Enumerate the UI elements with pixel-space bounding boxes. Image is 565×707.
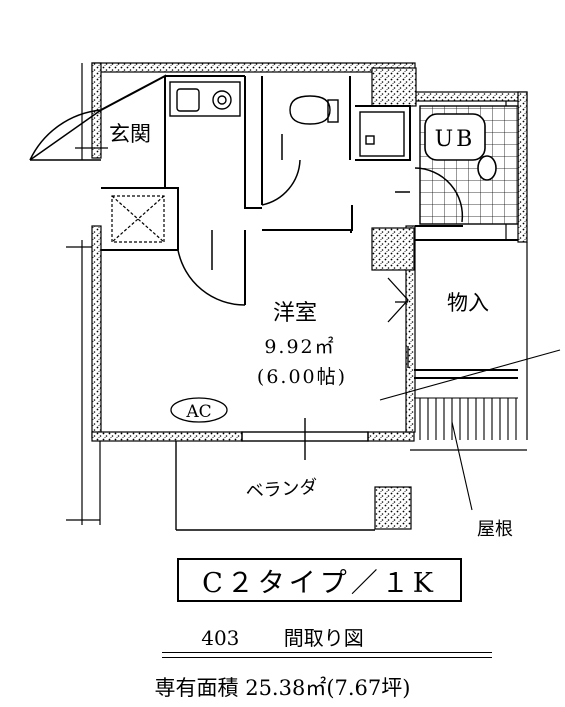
plan-subtitle: 403 間取り図	[0, 622, 565, 651]
ac-unit: AC	[170, 397, 228, 423]
washer-pan	[359, 111, 405, 157]
divider-top	[162, 652, 492, 653]
ac-label: AC	[185, 402, 211, 422]
roof-hatch	[379, 349, 561, 511]
divider-bottom	[162, 657, 492, 658]
area-value: 25.38㎡(7.67坪)	[245, 676, 411, 700]
plan-type: C２タイプ／１K	[202, 567, 437, 599]
hall-doors	[177, 134, 301, 306]
area-label: 専有面積	[154, 676, 239, 700]
bath-door	[395, 167, 464, 223]
unit-bath: UB	[419, 105, 519, 225]
veranda-label: ベランダ	[245, 477, 318, 503]
fridge-space	[111, 195, 165, 243]
yane-label: 屋根	[477, 519, 513, 540]
outer-walls	[91, 62, 528, 530]
genkan-label: 玄関	[109, 122, 151, 146]
plan-title: 間取り図	[283, 626, 364, 650]
floor-plan: UB 玄関 洋室 9.92㎡ (6.00帖) 物入	[29, 62, 561, 540]
yoshitsu-label: 洋室	[273, 301, 317, 326]
yoshitsu-area: 9.92㎡	[264, 335, 335, 358]
ub-label: UB	[435, 127, 476, 152]
toilet-icon	[289, 95, 339, 125]
monoire-label: 物入	[447, 291, 489, 315]
closet-doors	[387, 277, 409, 368]
kitchen-counter	[169, 81, 241, 117]
yoshitsu-tatami: (6.00帖)	[257, 366, 347, 388]
interior-walls	[100, 74, 518, 379]
plan-type-box: C２タイプ／１K	[177, 558, 462, 602]
unit-number: 403	[201, 626, 240, 650]
area-line: 専有面積 25.38㎡(7.67坪)	[0, 672, 565, 702]
veranda-window	[175, 418, 375, 531]
entrance-door	[29, 109, 102, 161]
